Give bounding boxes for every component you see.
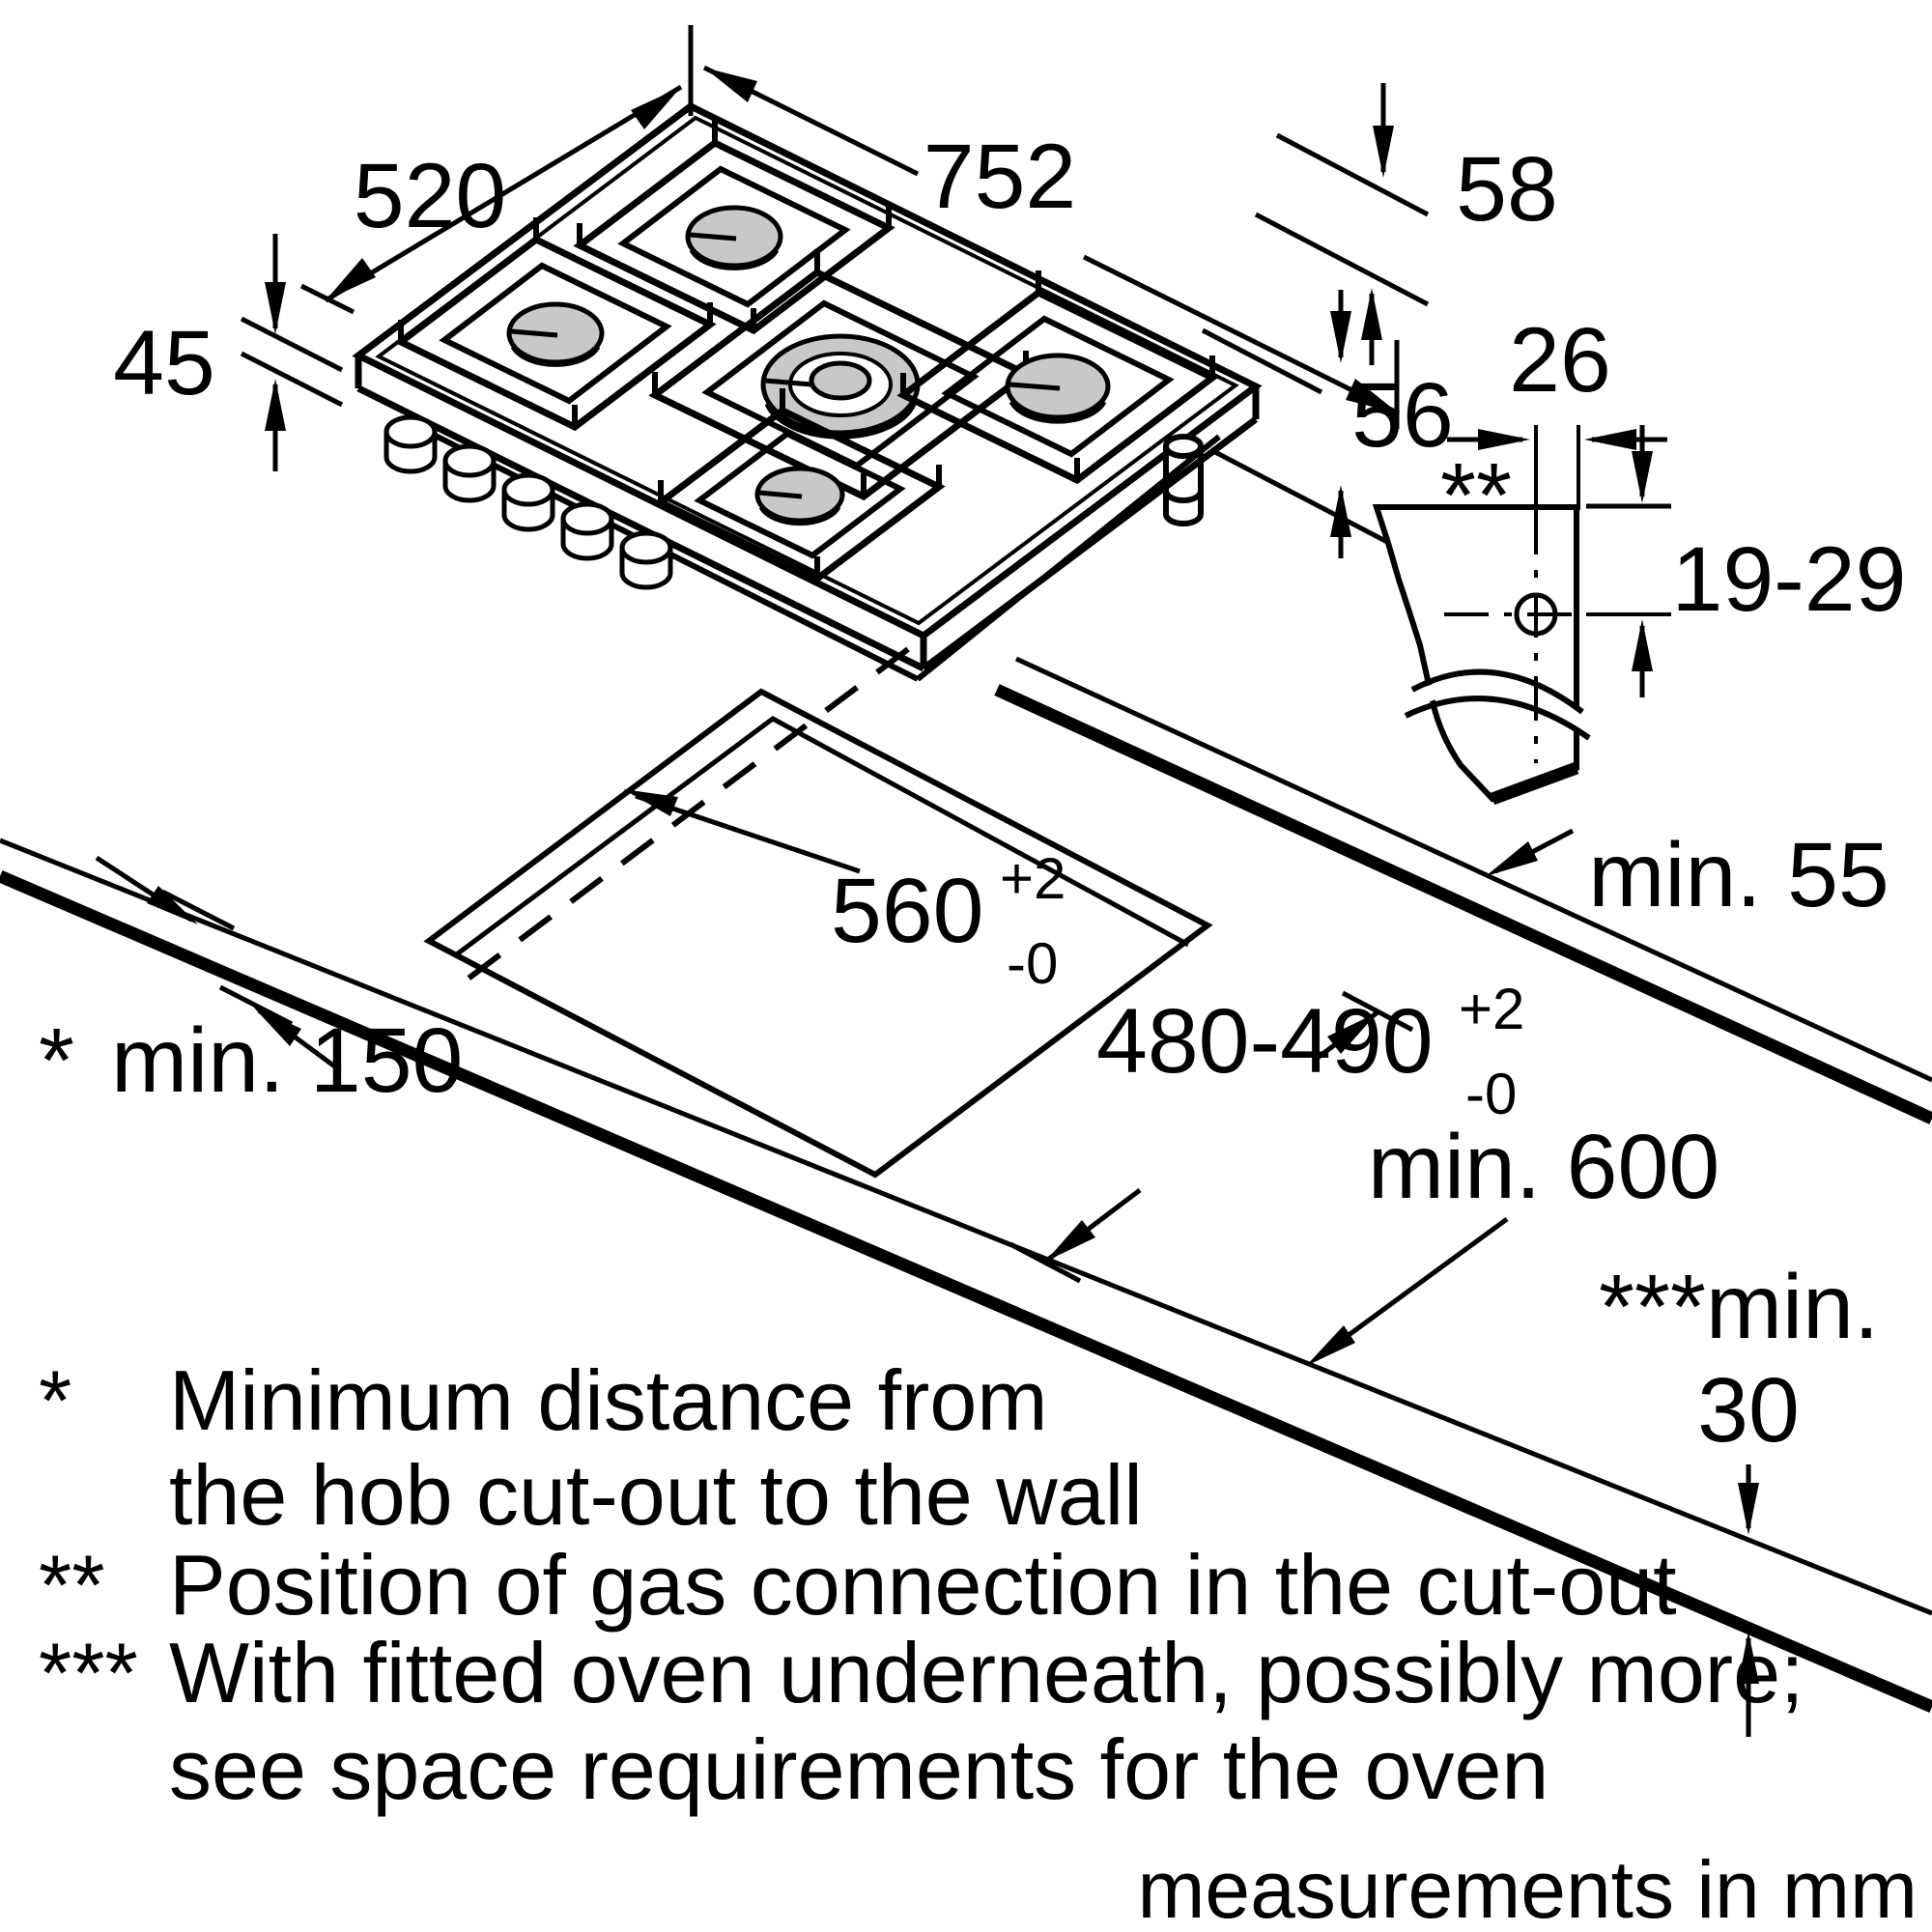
control-knobs [384,414,673,590]
break-line-lower [1404,696,1591,741]
footnote-marker-2: ** [39,1537,105,1633]
dim-label-58: 58 [1456,138,1558,241]
break-gap [1405,677,1590,731]
dim-oven-clearance-min30: ***min. 30 [1599,1256,1879,1737]
footnote-3-line-2: see space requirements for the oven [169,1721,1548,1817]
units-note: measurements in mm [1137,1844,1918,1932]
dim-label-560-tol-plus: +2 [1000,846,1065,911]
wok-burner-cap [809,360,872,401]
gas-connection-detail-view [1372,425,1654,806]
burner-front-centre [654,388,946,583]
dim-label-30: 30 [1697,1359,1800,1462]
projection-dashed-line [452,646,910,992]
footnote-1-line-2: the hob cut-out to the wall [169,1447,1143,1543]
dim-label-480-490: 480-490 [1096,990,1434,1093]
dim-label-45: 45 [113,312,215,414]
oven-clearance-prefix: ***min. [1599,1256,1879,1358]
burner-back-left [394,217,717,432]
dim-height-58: 58 [1254,83,1558,365]
worktop [0,646,1932,1713]
gas-connection-pipe [1163,434,1204,526]
cutout-corner-piece [1372,504,1579,803]
dim-gas-depth-19-29: 19-29 [1586,425,1906,697]
dim-hob-thickness-45: 45 [113,234,344,471]
knob [560,501,614,561]
burner-wok-centre [648,249,1033,501]
cutout-opening [423,688,1213,1179]
dim-label-26: 26 [1509,309,1611,412]
dim-rear-clearance-min55: min. 55 [1486,824,1889,926]
footnote-2-line-1: Position of gas connection in the cut-ou… [169,1537,1677,1633]
detail-bottom-edge [1490,761,1579,806]
dim-label-560: 560 [831,860,984,962]
dim-label-19-29: 19-29 [1672,528,1907,631]
dim-hob-depth-520: 520 [299,84,683,315]
worktop-rear-edge [1014,656,1932,1083]
break-line-upper [1410,668,1584,715]
knob [619,530,673,590]
dim-worktop-depth-min600: min. 600 [1306,1116,1719,1366]
dim-gas-offset-26: 26 ** [1440,309,1667,547]
worktop-front-edge [0,838,1932,1616]
dim-label-752: 752 [923,126,1077,228]
dim-cutout-depth-480-490: 480-490 +2 -0 [1009,977,1524,1284]
knob [384,414,438,474]
dim-label-560-tol-minus: -0 [1007,931,1058,996]
knob [442,443,497,503]
dim-label-480-tol-minus: -0 [1465,1062,1517,1126]
burner-right [896,270,1219,485]
footnote-1-line-1: Minimum distance from [169,1352,1048,1448]
gas-connection-marker: ** [1440,444,1512,547]
dim-label-min55: min. 55 [1588,824,1889,926]
dim-height-56: 56 [1201,290,1454,558]
worktop-rear-wall-line [994,684,1932,1124]
cutout-inner-lip [452,716,1190,959]
dim-cutout-width-560: 560 +2 -0 [623,789,1065,996]
footnote-marker-1: * [39,1352,71,1448]
hob-illustration [352,101,1263,682]
dim-label-56: 56 [1351,364,1454,467]
dim-label-480-tol-plus: +2 [1459,977,1524,1041]
footnote-3-line-1: With fitted oven underneath, possibly mo… [169,1625,1804,1720]
dim-hob-width-752: 752 [688,25,1401,429]
dim-wall-clearance-min150: * min. 150 [39,855,463,1112]
dim-label-min600: min. 600 [1368,1116,1719,1218]
wall-clearance-marker: * [39,1009,74,1112]
knob [501,472,555,532]
dim-label-min150: min. 150 [111,1009,463,1112]
footnotes: * Minimum distance from the hob cut-out … [39,1352,1804,1817]
burner-back-centre [573,121,895,335]
dim-label-520: 520 [354,145,507,247]
worktop-front-wall-line [0,870,1932,1713]
footnote-marker-3: *** [39,1625,138,1720]
